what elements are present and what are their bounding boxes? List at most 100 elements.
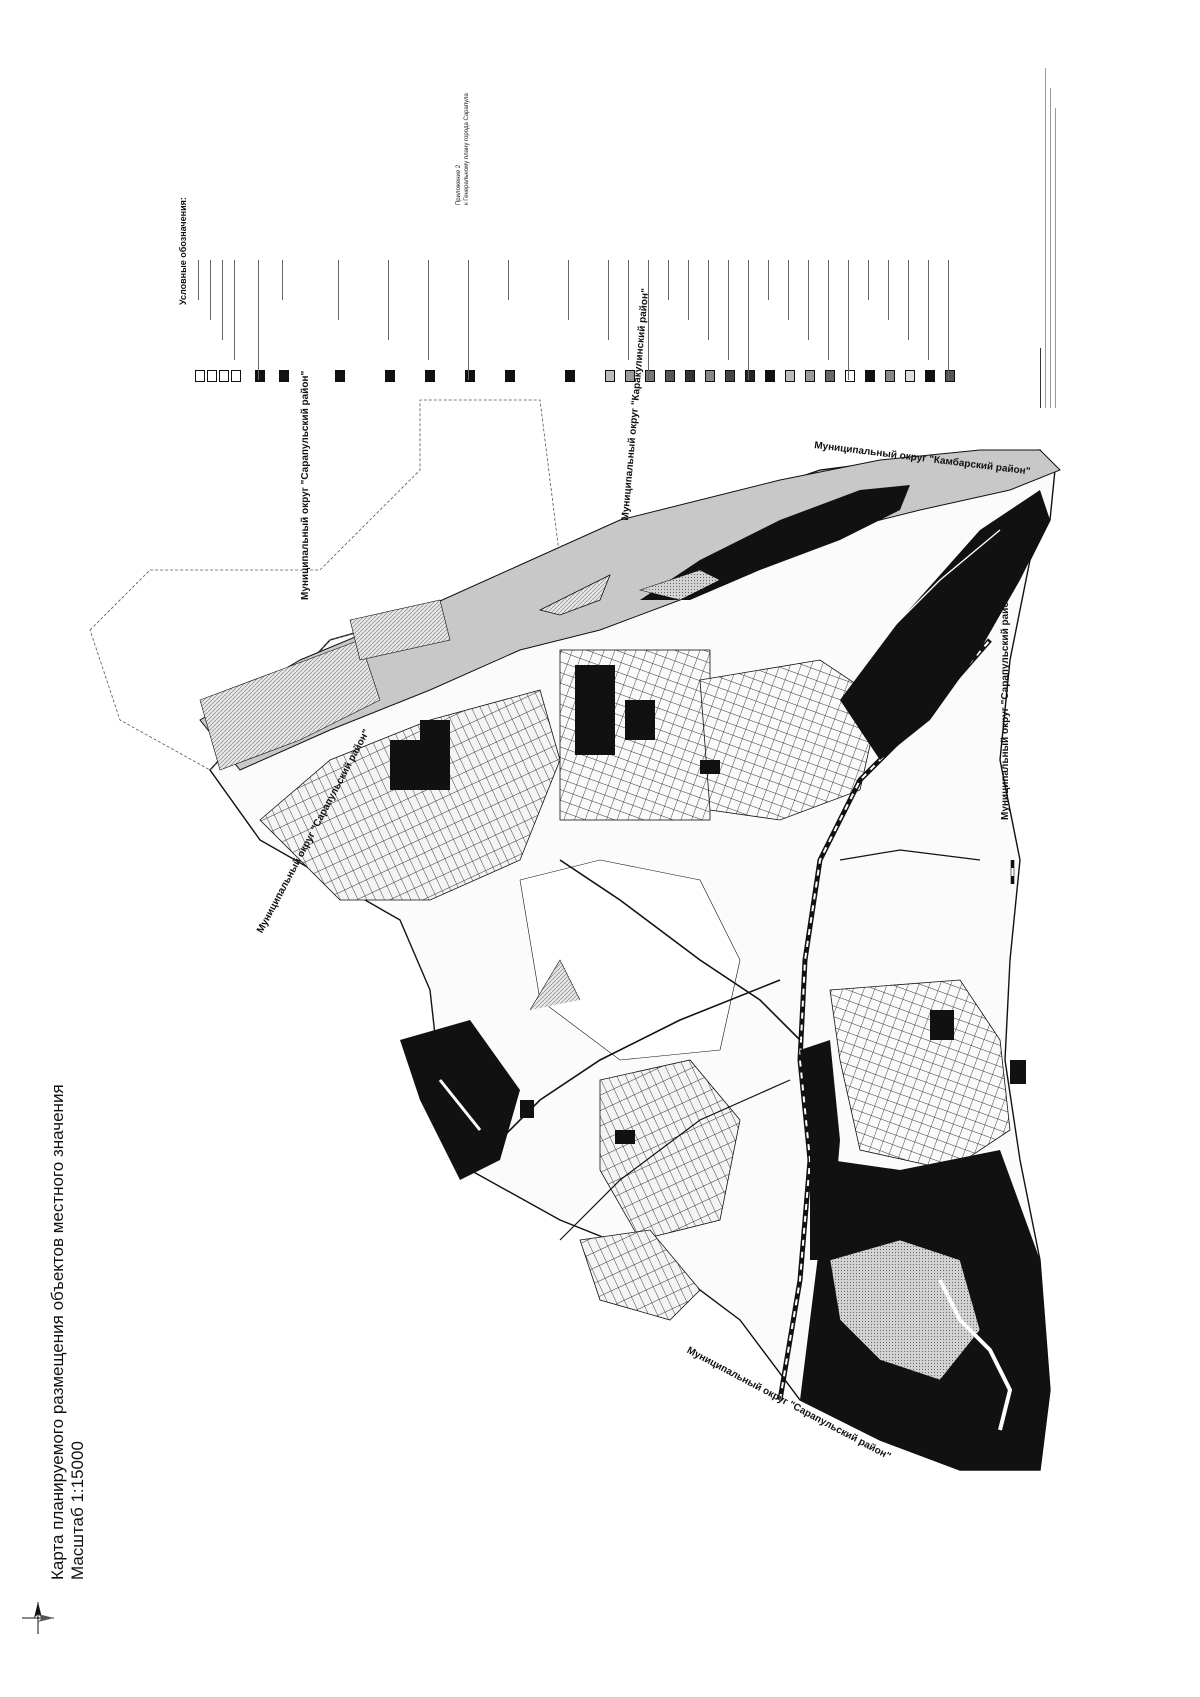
legend-text-line xyxy=(948,260,949,380)
legend-symbol xyxy=(885,370,895,382)
region-label-e: Муниципальный округ "Сарапульский район" xyxy=(1000,590,1011,820)
appendix-note: Приложение 2 к Генеральному плану города… xyxy=(455,93,471,205)
small-green xyxy=(529,959,581,1011)
legend-text-line xyxy=(928,260,929,360)
legend-symbol xyxy=(195,370,205,382)
legend-symbol xyxy=(725,370,735,382)
se-block xyxy=(930,1010,954,1040)
west-road xyxy=(438,1079,482,1131)
legend-symbol xyxy=(279,370,289,382)
legend-text-line xyxy=(628,260,629,360)
legend-symbol xyxy=(925,370,935,382)
residential-e xyxy=(699,659,881,821)
appendix-line1: Приложение 2 xyxy=(456,164,462,205)
center-block xyxy=(575,665,615,755)
legend-text-line xyxy=(688,260,689,320)
legend-symbol xyxy=(505,370,515,382)
road xyxy=(469,979,781,1171)
island xyxy=(640,485,910,600)
industrial-block xyxy=(420,720,450,740)
map-title-line1: Карта планируемого размещения объектов м… xyxy=(48,1084,67,1580)
legend-text-line xyxy=(768,260,769,300)
legend-text-line xyxy=(468,260,469,380)
road xyxy=(559,859,801,1041)
legend-symbol xyxy=(805,370,815,382)
residential-nw xyxy=(259,689,561,901)
center-block xyxy=(625,700,655,740)
legend-symbol xyxy=(219,370,229,382)
legend-symbol xyxy=(207,370,217,382)
legend-text-line xyxy=(234,260,235,360)
legend-text-line xyxy=(708,260,709,340)
legend-text-line xyxy=(748,260,749,380)
stream xyxy=(938,1279,1013,1431)
floodplain xyxy=(349,599,451,661)
legend-symbol xyxy=(945,370,955,382)
legend-text-line xyxy=(908,260,909,340)
scale-bar xyxy=(1008,859,1018,885)
legend-text-line xyxy=(282,260,283,300)
object-block xyxy=(700,760,720,774)
legend-symbol xyxy=(825,370,835,382)
legend-symbol xyxy=(465,370,475,382)
legend-text-line xyxy=(728,260,729,360)
legend-symbol xyxy=(745,370,755,382)
legend-text-line xyxy=(258,260,259,380)
legend-title: Условные обозначения: xyxy=(178,197,188,305)
legend-symbol xyxy=(385,370,395,382)
legend-text-line xyxy=(648,260,649,380)
north-arrow-icon xyxy=(22,1602,54,1634)
green-area xyxy=(519,859,741,1061)
road xyxy=(559,1079,791,1241)
east-zone xyxy=(840,490,1050,760)
legend-text-line xyxy=(388,260,389,340)
legend-text-line xyxy=(198,260,199,300)
legend-symbol xyxy=(845,370,855,382)
industrial-block xyxy=(390,740,450,790)
island-small xyxy=(538,574,611,616)
appendix-line2: к Генеральному плану города Сарапула xyxy=(464,93,470,205)
legend-text-line xyxy=(222,260,223,340)
legend-symbol xyxy=(785,370,795,382)
legend-text-line xyxy=(668,260,669,300)
legend-symbol xyxy=(705,370,715,382)
legend-symbol xyxy=(605,370,615,382)
road xyxy=(839,849,981,861)
map-title: Карта планируемого размещения объектов м… xyxy=(48,1084,88,1580)
legend-symbol xyxy=(905,370,915,382)
legend-symbol xyxy=(765,370,775,382)
legend-symbol xyxy=(685,370,695,382)
notes-block xyxy=(1040,68,1056,408)
object-block xyxy=(615,1130,635,1144)
object-block xyxy=(520,1100,534,1118)
legend-text-line xyxy=(848,260,849,380)
legend-text-line xyxy=(868,260,869,300)
legend-symbol xyxy=(231,370,241,382)
legend-symbol xyxy=(865,370,875,382)
legend-text-line xyxy=(608,260,609,340)
legend-symbol xyxy=(665,370,675,382)
legend-text-line xyxy=(338,260,339,320)
legend-text-line xyxy=(788,260,789,320)
legend-text-line xyxy=(508,260,509,300)
river xyxy=(199,449,1061,771)
legend-symbol xyxy=(565,370,575,382)
legend-text-line xyxy=(808,260,809,340)
object-block xyxy=(1010,1060,1026,1084)
agri-land xyxy=(829,1239,981,1381)
map-scale-label: Масштаб 1:15000 xyxy=(68,1441,87,1580)
legend-symbol xyxy=(425,370,435,382)
legend-text-line xyxy=(428,260,429,360)
west-forest xyxy=(400,1020,520,1180)
residential-sw xyxy=(599,1059,741,1241)
residential-s xyxy=(579,1229,701,1321)
legend xyxy=(185,260,985,410)
legend-symbol xyxy=(625,370,635,382)
legend-text-line xyxy=(888,260,889,320)
legend-text-line xyxy=(210,260,211,320)
legend-symbol xyxy=(255,370,265,382)
legend-text-line xyxy=(828,260,829,360)
legend-symbol xyxy=(335,370,345,382)
